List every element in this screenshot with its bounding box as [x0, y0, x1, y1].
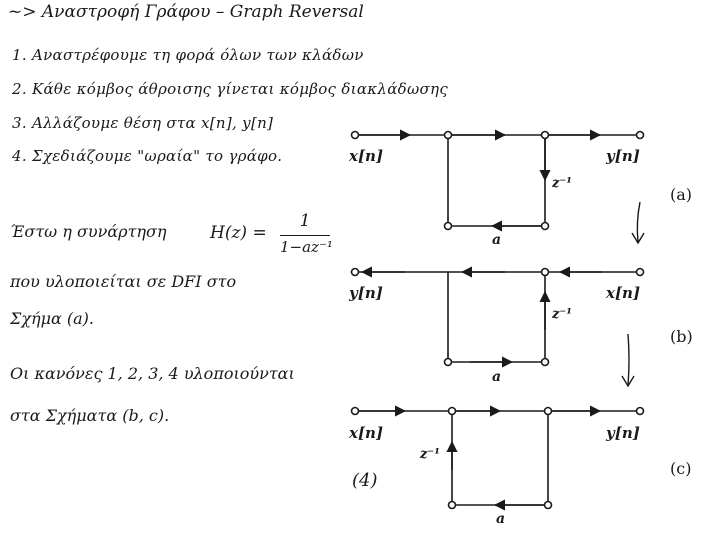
diagram-b	[350, 266, 645, 368]
diagram-a-node	[635, 130, 645, 140]
diagram-c-node	[635, 406, 645, 416]
handwritten-note: (4)	[352, 470, 378, 491]
diagram-c-input-label: x[n]	[348, 424, 383, 442]
paragraph-line-4: Οι κανόνες 1, 2, 3, 4 υλοποιούνται	[10, 364, 295, 383]
diagram-c-output-label: y[n]	[605, 424, 640, 442]
diagram-b-caption: (b)	[670, 327, 693, 346]
diagram-c-node	[543, 500, 553, 510]
paragraph-line-5: στα Σχήματα (b, c).	[10, 406, 170, 425]
step-1: 1. Αναστρέφουμε τη φορά όλων των κλάδων	[12, 46, 364, 64]
step-4: 4. Σχεδιάζουμε "ωραία" το γράφο.	[12, 147, 283, 165]
diagram-c-node	[447, 406, 457, 416]
transition-arrowhead-b-c	[621, 375, 635, 388]
diagram-a-node	[443, 221, 453, 231]
diagram-b-right-label: x[n]	[605, 284, 640, 302]
diagram-a-delay-label: z⁻¹	[551, 176, 572, 191]
diagram-b-node	[635, 267, 645, 277]
diagram-b-delay-label: z⁻¹	[551, 307, 572, 322]
transition-arrow-b-c	[627, 333, 630, 386]
diagram-b-left-label: y[n]	[348, 284, 383, 302]
diagram-a-caption: (a)	[670, 185, 692, 204]
diagram-a-coef-label: a	[492, 232, 501, 248]
diagram-a-node	[443, 130, 453, 140]
diagram-a-node	[540, 221, 550, 231]
fraction-bar	[280, 235, 330, 236]
diagram-c	[350, 405, 645, 511]
step-3: 3. Αλλάζουμε θέση στα x[n], y[n]	[12, 114, 274, 132]
step-2: 2. Κάθε κόμβος άθροισης γίνεται κόμβος δ…	[12, 80, 449, 98]
diagram-a-output-label: y[n]	[605, 147, 640, 165]
diagram-c-caption: (c)	[670, 459, 691, 478]
diagram-b-node	[350, 267, 360, 277]
diagram-b-node	[443, 357, 453, 367]
diagram-b-node	[540, 357, 550, 367]
transfer-function-numerator: 1	[299, 211, 311, 231]
diagram-a-node	[350, 130, 360, 140]
diagram-a-input-label: x[n]	[348, 147, 383, 165]
transfer-function-lhs: H(z) =	[210, 223, 267, 243]
diagram-b-node	[540, 267, 550, 277]
paragraph-line-2: που υλοποιείται σε DFI στο	[10, 272, 237, 291]
diagram-a	[350, 129, 645, 232]
transition-arrowhead-a-b	[631, 232, 645, 245]
diagram-a-node	[540, 130, 550, 140]
transition-arrow-a-b	[636, 201, 641, 243]
diagram-c-coef-label: a	[496, 511, 505, 527]
transfer-function-denominator: 1−az⁻¹	[280, 238, 333, 256]
paragraph-line-1: Έστω η συνάρτηση	[10, 222, 167, 241]
diagram-b-coef-label: a	[492, 369, 501, 385]
paragraph-line-3: Σχήμα (a).	[10, 309, 94, 328]
page-title: ~> Αναστροφή Γράφου – Graph Reversal	[8, 2, 364, 22]
diagram-c-node	[350, 406, 360, 416]
diagram-c-delay-label: z⁻¹	[419, 447, 440, 462]
diagram-c-node	[447, 500, 457, 510]
diagram-c-node	[543, 406, 553, 416]
